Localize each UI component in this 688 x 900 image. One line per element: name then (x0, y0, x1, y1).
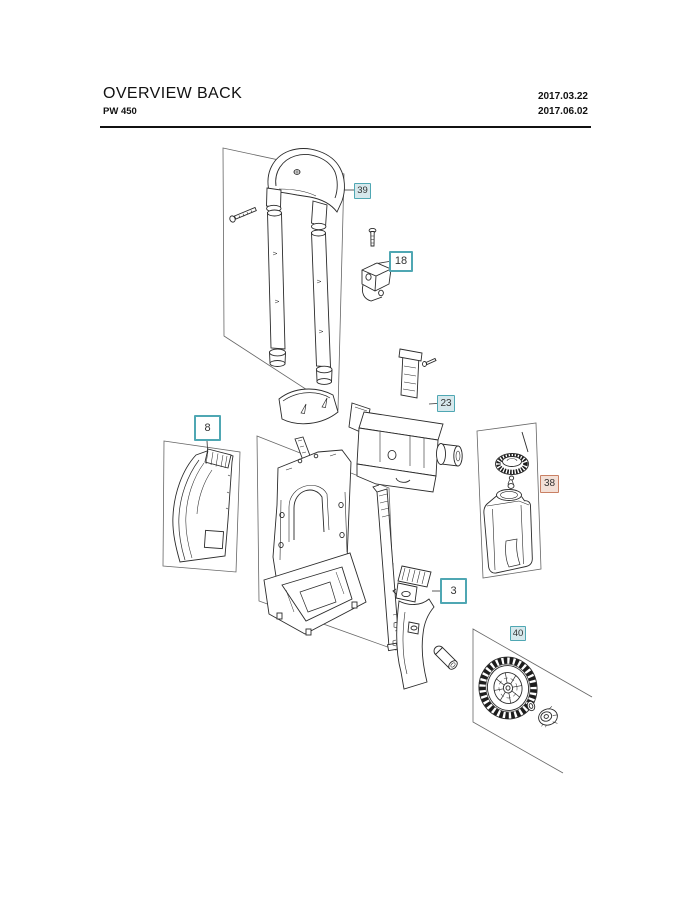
wheel-kit-drawing (478, 656, 558, 728)
pump-assembly-drawing (348, 348, 463, 493)
header-divider (100, 126, 591, 128)
callout-40[interactable]: 40 (510, 626, 526, 641)
callout-8[interactable]: 8 (194, 415, 221, 441)
callout-38[interactable]: 38 (540, 475, 559, 493)
page-title: OVERVIEW BACK (103, 85, 243, 102)
bracket-18-drawing (361, 227, 392, 302)
callout-39[interactable]: 39 (354, 183, 371, 199)
date-revised: 2017.06.02 (537, 106, 588, 117)
callout-23[interactable]: 23 (437, 395, 455, 412)
callout-18[interactable]: 18 (389, 251, 413, 272)
chassis-frame-drawing (263, 436, 404, 652)
support-leg-drawing (392, 565, 458, 690)
detergent-tank-drawing (483, 431, 533, 574)
side-panel-drawing (172, 448, 234, 563)
model-number: PW 450 (103, 106, 137, 117)
date-created: 2017.03.22 (537, 91, 588, 102)
callout-3[interactable]: 3 (440, 578, 467, 604)
handle-kit-drawing (229, 148, 345, 425)
